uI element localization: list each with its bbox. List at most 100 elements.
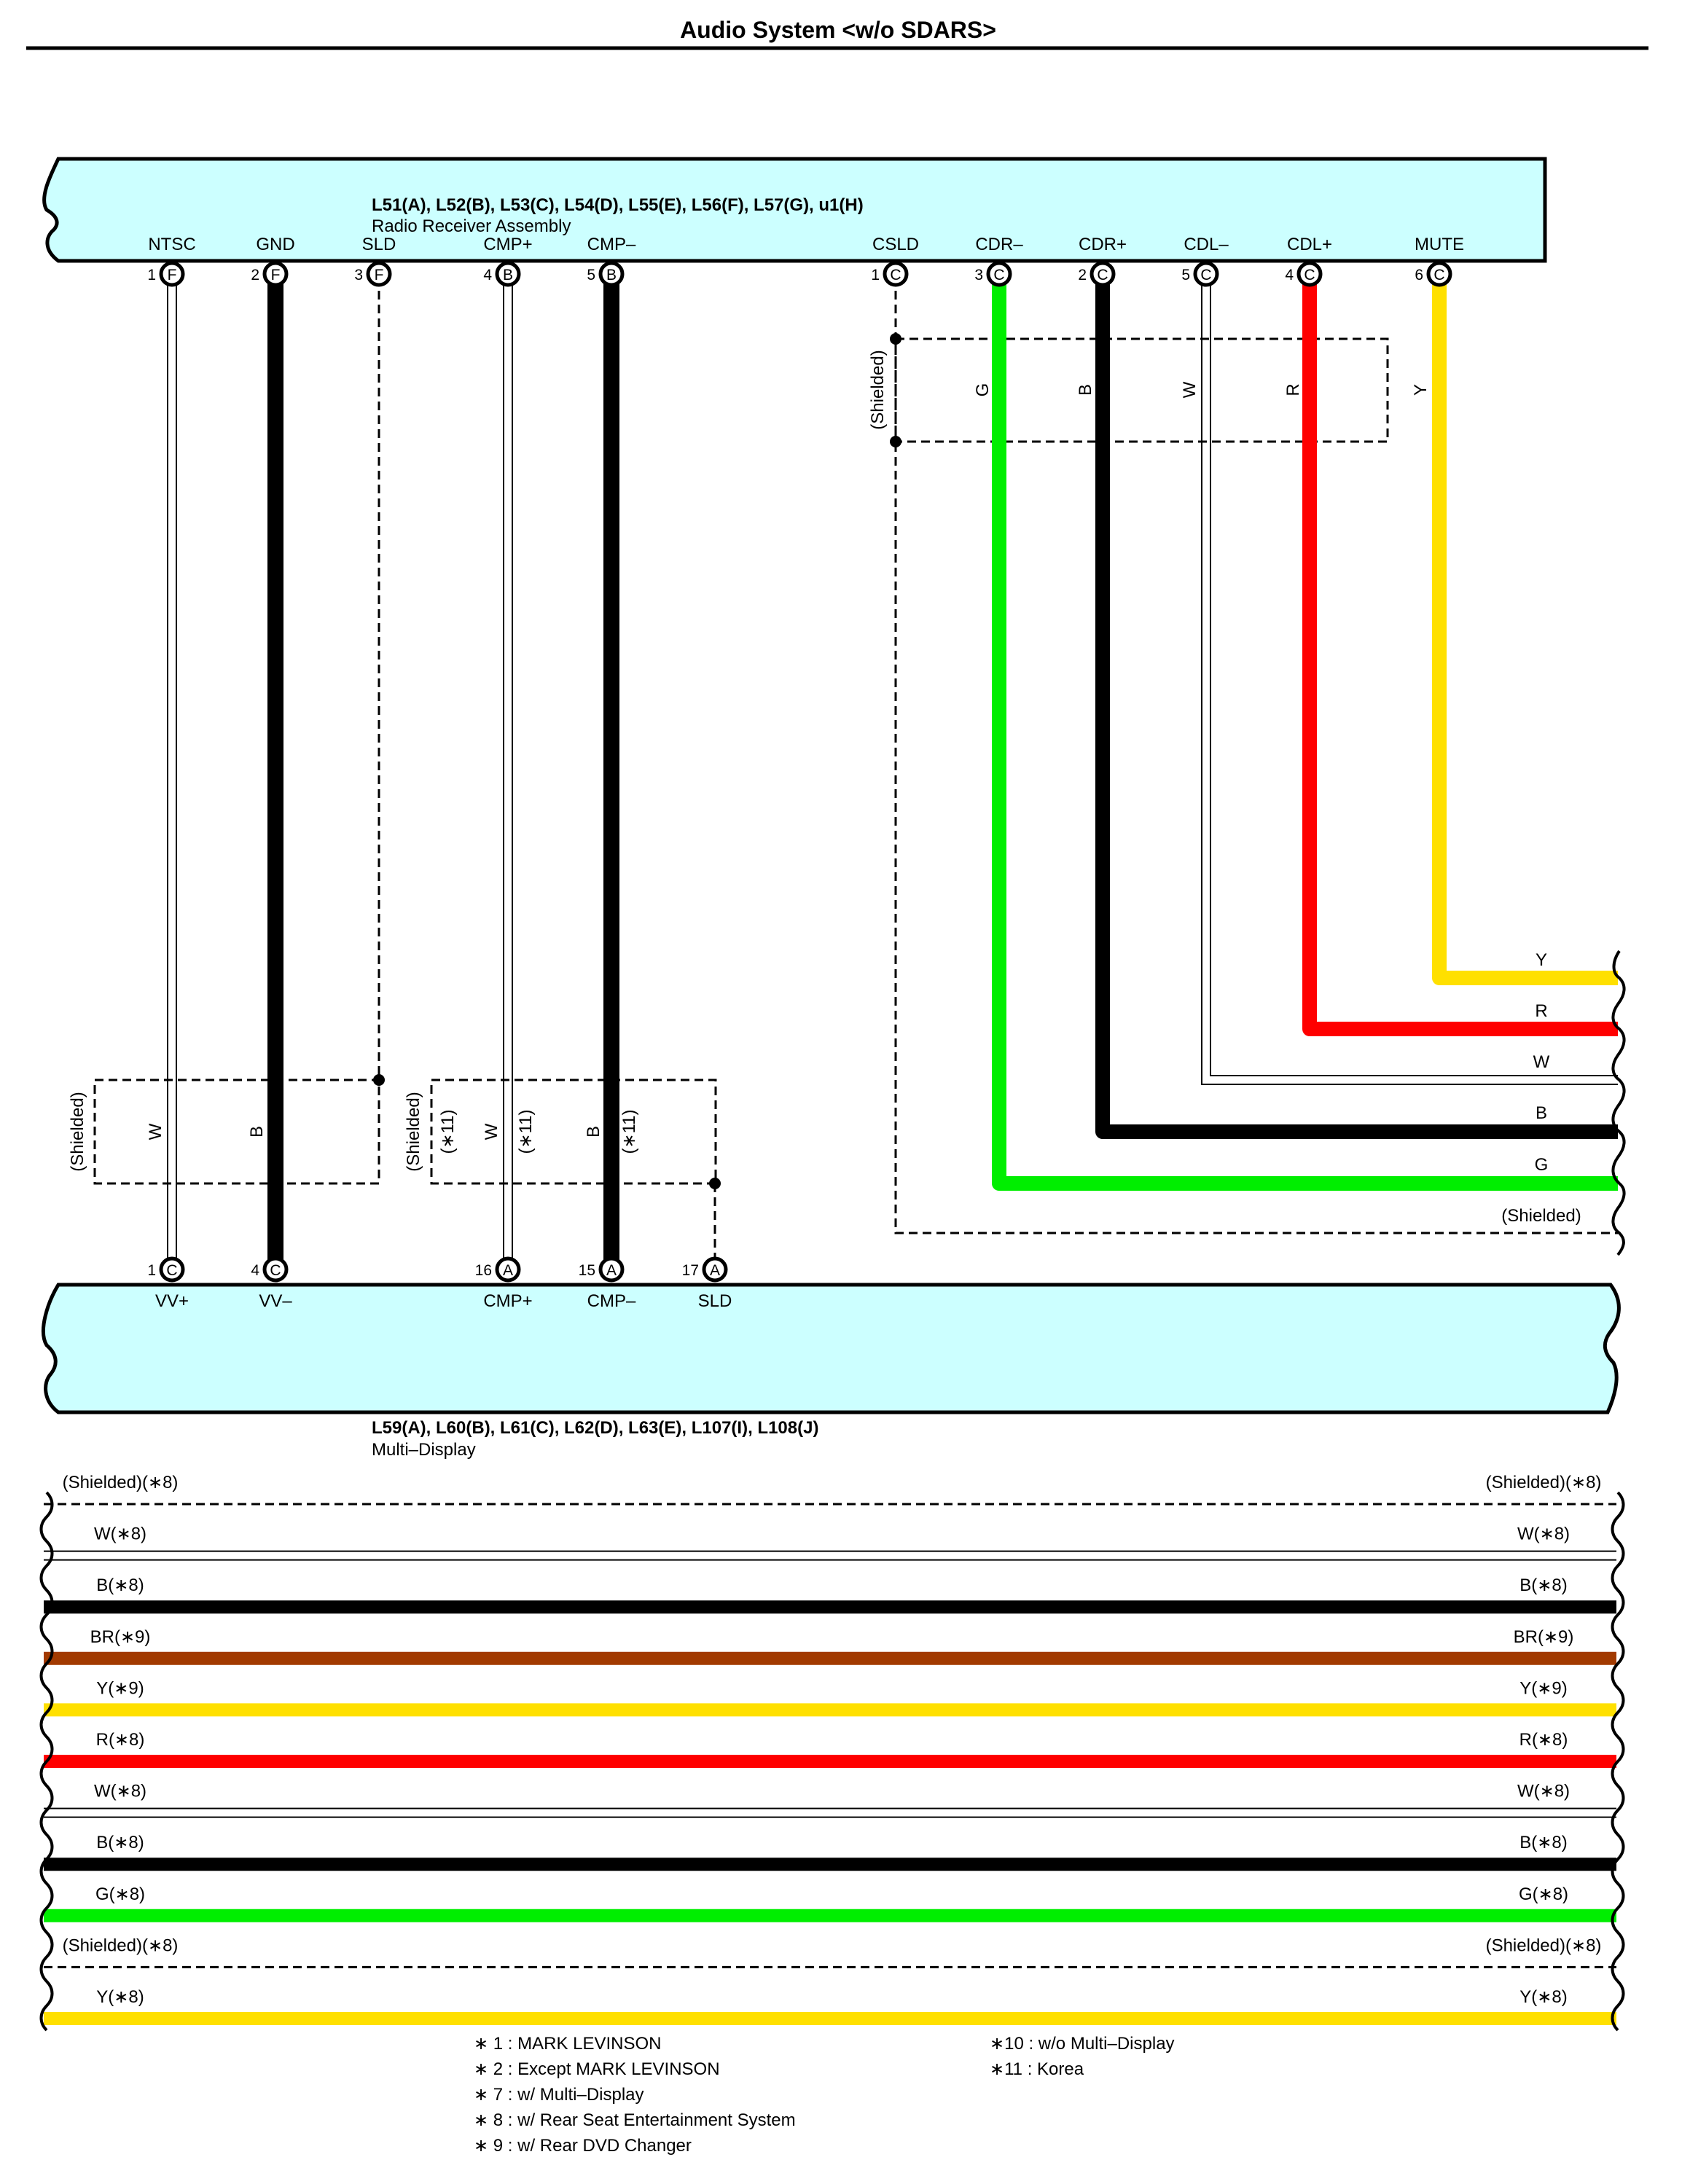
bus-wires: (Shielded)(∗8)(Shielded)(∗8)W(∗8)W(∗8)B(… — [44, 1473, 1616, 2025]
note-1: ∗ 1 : MARK LEVINSON — [474, 2034, 662, 2054]
bus-wire-4: BR(∗9)BR(∗9) — [44, 1627, 1616, 1665]
bus-label-right: B(∗8) — [1519, 1576, 1567, 1595]
shield-middle-wire-b-note: (∗11) — [619, 1109, 639, 1154]
bottom-pin-letter: A — [606, 1262, 617, 1279]
top-pin-letter: C — [1097, 267, 1108, 283]
exit-label-y: Y — [1536, 950, 1547, 970]
bottom-pin-3: A 16 — [475, 1256, 521, 1283]
bus-label-left: BR(∗9) — [90, 1627, 151, 1647]
bus-edge-left — [39, 1491, 54, 2032]
top-pin-number: 6 — [1415, 267, 1423, 283]
top-pin-number: 1 — [871, 267, 880, 283]
exit-label-shielded: (Shielded) — [1501, 1206, 1581, 1226]
bottom-pin-1: C1 — [147, 1256, 185, 1283]
top-pin-number: 5 — [587, 267, 595, 283]
bus-label-right: Y(∗8) — [1519, 1987, 1567, 2007]
note-11: ∗11 : Korea — [990, 2059, 1084, 2079]
top-pin-letter: C — [890, 267, 901, 283]
wire-mute-yellow — [1432, 277, 1618, 985]
pin-label-cmp-plus: CMP+ — [483, 235, 532, 254]
top-pin-number: 1 — [147, 267, 156, 283]
top-pin-circle — [1193, 261, 1219, 287]
top-pin-letter: B — [606, 267, 617, 283]
note-9: ∗ 9 : w/ Rear DVD Changer — [474, 2136, 692, 2156]
top-pin-circle — [159, 261, 185, 287]
pin-label-ntsc: NTSC — [148, 235, 195, 254]
bus-wire-11: Y(∗8) Y(∗8) — [44, 1987, 1616, 2025]
pin-label-gnd: GND — [256, 235, 294, 254]
bottom-pin-number: 1 — [147, 1262, 156, 1279]
bus-break-edges — [39, 1491, 1625, 2032]
bus-label-left: G(∗8) — [95, 1884, 145, 1904]
bus-edge-right — [1611, 1491, 1625, 2032]
shield-right-label: (Shielded) — [868, 350, 888, 429]
bottom-pins: C1 C4 A 16 A 15 A17 — [147, 1256, 728, 1283]
page-title: Audio System <w/o SDARS> — [680, 17, 996, 43]
shield-middle-wire-w-note: (∗11) — [516, 1109, 536, 1154]
top-pin-circle — [366, 261, 392, 287]
bottom-pin-number: 16 — [475, 1262, 492, 1279]
bus-label-right: W(∗8) — [1517, 1525, 1570, 1544]
shield-middle-label: (Shielded) — [404, 1092, 423, 1171]
pin-label-bottom-cmp-plus: CMP+ — [483, 1291, 532, 1311]
shield-middle-sublabel: (∗11) — [438, 1109, 458, 1154]
top-pin-number: 4 — [483, 267, 492, 283]
top-pin-letter: F — [168, 267, 177, 283]
top-pin-letter: C — [1200, 267, 1211, 283]
top-pin-1: F1 — [147, 261, 185, 287]
top-pin-circle — [1296, 261, 1323, 287]
bottom-pin-4: A 15 — [579, 1256, 625, 1283]
bottom-pin-letter: A — [503, 1262, 513, 1279]
shield-box-middle — [430, 1079, 717, 1185]
bus-wire-1: (Shielded)(∗8)(Shielded)(∗8) — [44, 1473, 1616, 1506]
pin-label-vv-minus: VV– — [259, 1291, 292, 1311]
bottom-pin-circle — [598, 1256, 625, 1283]
notes-left: ∗ 1 : MARK LEVINSON ∗ 2 : Except MARK LE… — [474, 2034, 796, 2156]
bus-label-left: Y(∗8) — [96, 1987, 144, 2007]
radio-receiver-connector-ids: L51(A), L52(B), L53(C), L54(D), L55(E), … — [372, 195, 864, 215]
bottom-pin-5: A17 — [682, 1256, 728, 1283]
bottom-pin-number: 4 — [251, 1262, 259, 1279]
shield-right-wire-w: W — [1180, 381, 1200, 398]
radio-receiver-name: Radio Receiver Assembly — [372, 216, 571, 236]
shield-right-wire-g: G — [973, 383, 993, 397]
notes-right: ∗10 : w/o Multi–Display ∗11 : Korea — [990, 2034, 1175, 2079]
bottom-pin-letter: C — [270, 1262, 281, 1279]
bottom-pin-number: 15 — [579, 1262, 595, 1279]
bus-label-right: W(∗8) — [1517, 1782, 1570, 1801]
bottom-pin-circle — [702, 1256, 728, 1283]
bus-label-right: Y(∗9) — [1519, 1678, 1567, 1698]
shield-left-label: (Shielded) — [68, 1092, 87, 1171]
right-exit-labels: Y R W B G (Shielded) — [1501, 950, 1581, 1226]
top-pin-11: C6 — [1415, 261, 1452, 287]
bus-label-left: B(∗8) — [96, 1833, 144, 1852]
top-pin-letter: C — [1304, 267, 1315, 283]
top-pin-letter: C — [1433, 267, 1444, 283]
bus-label-right: R(∗8) — [1519, 1730, 1568, 1750]
bus-label-right: (Shielded)(∗8) — [1486, 1936, 1602, 1955]
pin-label-csld: CSLD — [872, 235, 919, 254]
top-pin-number: 3 — [974, 267, 983, 283]
top-pin-7: C3 — [974, 261, 1012, 287]
bottom-pin-letter: A — [710, 1262, 720, 1279]
exit-label-w: W — [1533, 1052, 1550, 1072]
pin-label-cmp-minus: CMP– — [587, 235, 636, 254]
pin-label-bottom-cmp-minus: CMP– — [587, 1291, 636, 1311]
top-pin-number: 4 — [1285, 267, 1294, 283]
top-pin-5: B5 — [587, 261, 625, 287]
shield-middle-wire-b: B — [584, 1126, 603, 1138]
shield-left-wire-w: W — [146, 1123, 165, 1140]
bus-label-right: G(∗8) — [1519, 1884, 1568, 1904]
bus-wire-8: B(∗8)B(∗8) — [44, 1833, 1616, 1871]
wire-ntsc-white — [167, 277, 177, 1269]
wire-cdr-minus-green — [992, 277, 1618, 1191]
pin-label-mute: MUTE — [1415, 235, 1464, 254]
wire-cdr-plus-black — [1095, 277, 1618, 1139]
top-pin-circle — [1090, 261, 1116, 287]
bus-label-left: (Shielded)(∗8) — [63, 1473, 179, 1492]
bottom-pin-circle — [262, 1256, 289, 1283]
top-pin-circle — [598, 261, 625, 287]
top-pin-circle — [986, 261, 1012, 287]
pin-label-vv-plus: VV+ — [155, 1291, 189, 1311]
